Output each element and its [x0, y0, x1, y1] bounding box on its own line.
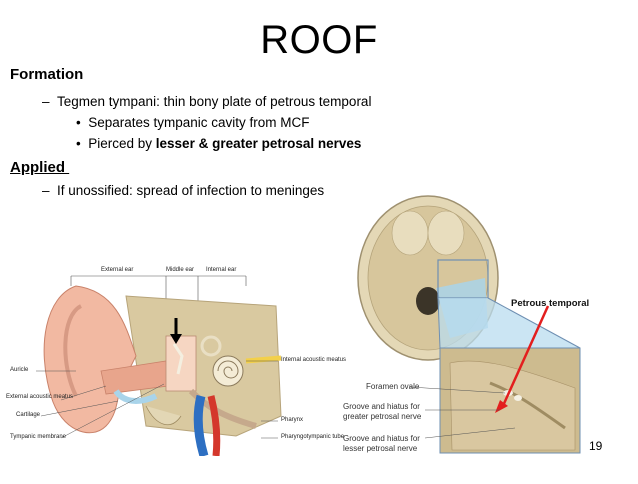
formation-bullet-2-bold: lesser & greater petrosal nerves	[155, 136, 362, 151]
label-tympanic-membrane: Tympanic membrane	[10, 434, 67, 440]
applied-item-1: – If unossified: spread of infection to …	[42, 183, 324, 198]
page-number: 19	[589, 439, 603, 453]
ear-anatomy-figure: External ear Middle ear Internal ear Aur…	[6, 266, 346, 458]
callout-petrous-temporal: Petrous temporal	[511, 298, 590, 309]
skull-base-figure: Petrous temporal Foramen ovale Groove an…	[340, 188, 638, 479]
formation-bullet-1-text: Separates tympanic cavity from MCF	[88, 115, 310, 130]
label-pharyngotympanic-tube: Pharyngotympanic tube	[281, 434, 345, 440]
label-auricle: Auricle	[10, 367, 29, 373]
label-external-acoustic-meatus: External acoustic meatus	[6, 394, 74, 400]
formation-bullet-2: • Pierced by lesser & greater petrosal n…	[76, 136, 361, 151]
dash-marker: –	[42, 94, 58, 109]
slide-title: ROOF	[260, 18, 378, 62]
label-groove-lesser-1: Groove and hiatus for	[343, 434, 420, 443]
label-pharynx: Pharynx	[281, 417, 304, 423]
dash-marker: –	[42, 183, 58, 198]
label-groove-greater-1: Groove and hiatus for	[343, 402, 420, 411]
ear-illustration	[36, 275, 282, 458]
formation-heading: Formation	[10, 66, 84, 83]
bullet-marker: •	[76, 115, 89, 130]
label-foramen-ovale: Foramen ovale	[366, 382, 420, 391]
formation-item-1-text: Tegmen tympani: thin bony plate of petro…	[57, 94, 372, 109]
label-groove-lesser-2: lesser petrosal nerve	[343, 444, 418, 453]
formation-bullet-1: • Separates tympanic cavity from MCF	[76, 115, 310, 130]
label-cartilage: Cartilage	[16, 412, 41, 418]
label-external-ear: External ear	[101, 267, 134, 273]
applied-item-1-text: If unossified: spread of infection to me…	[57, 183, 325, 198]
bullet-marker: •	[76, 136, 89, 151]
label-internal-acoustic-meatus: Internal acoustic meatus	[281, 357, 347, 363]
applied-heading: Applied	[10, 159, 69, 176]
skull-illustration	[357, 195, 581, 454]
formation-item-1: – Tegmen tympani: thin bony plate of pet…	[42, 94, 371, 109]
applied-heading-text: Applied	[10, 159, 65, 176]
label-internal-ear: Internal ear	[206, 267, 237, 273]
formation-bullet-2-prefix: Pierced by	[88, 136, 156, 151]
label-middle-ear: Middle ear	[166, 267, 195, 273]
label-groove-greater-2: greater petrosal nerve	[343, 412, 422, 421]
